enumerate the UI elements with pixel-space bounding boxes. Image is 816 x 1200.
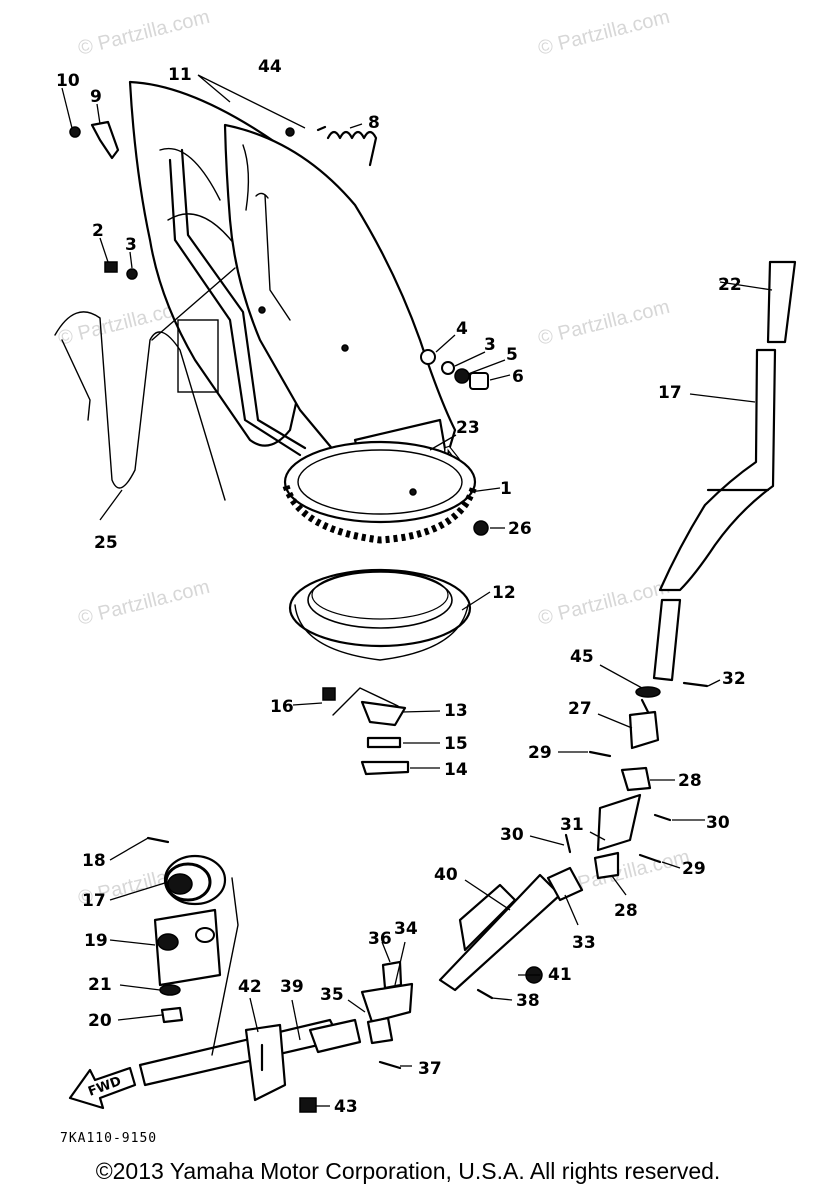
watermark: © Partzilla.com <box>536 296 672 350</box>
part-label-33: 33 <box>572 933 596 953</box>
part-label-16: 17 <box>658 383 682 403</box>
part-label-27: 27 <box>568 699 592 719</box>
part-label-20: 20 <box>88 1011 112 1031</box>
part-label-28: 28 <box>678 771 702 791</box>
part-label-9: 10 <box>56 71 80 91</box>
shift-linkage-assembly <box>138 866 584 1113</box>
part-label-30b: 30 <box>500 825 524 845</box>
part-label-26: 26 <box>508 519 532 539</box>
part-label-29: 29 <box>528 743 552 763</box>
chute-clamp-parts <box>322 687 410 776</box>
part-label-3: 3 <box>125 235 137 255</box>
part-label-2: 2 <box>92 221 104 241</box>
part-label-40: 40 <box>434 865 458 885</box>
part-label-12: 13 <box>444 701 468 721</box>
chute-crank-handle <box>635 260 797 698</box>
part-label-36: 36 <box>368 929 392 949</box>
watermark: © Partzilla.com <box>536 6 672 60</box>
idler-pulley-assembly <box>146 836 239 1056</box>
part-label-4: 4 <box>456 319 468 339</box>
part-label-44: 44 <box>258 57 282 77</box>
part-label-5: 5 <box>506 345 518 365</box>
part-label-45: 45 <box>570 647 594 667</box>
part-label-11: 12 <box>492 583 516 603</box>
part-label-10: 11 <box>168 65 192 85</box>
watermark: © Partzilla.com <box>76 6 212 60</box>
chute-rotation-ring <box>288 568 472 661</box>
part-label-1: 1 <box>500 479 512 499</box>
part-number-labels: 10 9 11 44 8 2 3 4 3 5 6 23 1 26 25 12 1… <box>56 57 746 1117</box>
part-label-43: 43 <box>334 1097 358 1117</box>
part-label-15: 16 <box>270 697 294 717</box>
copyright-notice: ©2013 Yamaha Motor Corporation, U.S.A. A… <box>95 1158 721 1184</box>
universal-joint-assembly <box>564 698 672 880</box>
part-label-42: 42 <box>238 977 262 997</box>
part-label-35: 35 <box>320 985 344 1005</box>
part-label-18: 18 <box>82 851 106 871</box>
part-label-41: 41 <box>548 965 572 985</box>
leader-lines <box>61 74 773 1107</box>
watermark: © Partzilla.com <box>536 576 672 630</box>
part-label-31: 31 <box>560 815 584 835</box>
part-label-8: 9 <box>90 87 102 107</box>
part-label-37: 37 <box>418 1059 442 1079</box>
part-label-34: 34 <box>394 919 418 939</box>
discharge-chute-assembly: YAMAHA <box>54 80 489 544</box>
part-label-14: 15 <box>444 734 468 754</box>
part-label-3b: 3 <box>484 335 496 355</box>
part-label-13: 14 <box>444 760 468 780</box>
part-label-28b: 28 <box>614 901 638 921</box>
part-label-30: 30 <box>706 813 730 833</box>
watermark: © Partzilla.com <box>76 576 212 630</box>
part-label-39: 39 <box>280 977 304 997</box>
part-label-7: 8 <box>368 113 380 133</box>
part-label-25: 25 <box>94 533 118 553</box>
diagram-code: 7KA110-9150 <box>60 1131 157 1146</box>
fwd-arrow: FWD <box>68 1066 137 1110</box>
part-label-22: 22 <box>718 275 742 295</box>
part-label-29b: 29 <box>682 859 706 879</box>
part-label-38: 38 <box>516 991 540 1011</box>
part-label-32: 32 <box>722 669 746 689</box>
part-label-21: 21 <box>88 975 112 995</box>
part-label-6: 6 <box>512 367 524 387</box>
part-label-19: 19 <box>84 931 108 951</box>
part-label-17: 17 <box>82 891 106 911</box>
part-label-23: 23 <box>456 418 480 438</box>
